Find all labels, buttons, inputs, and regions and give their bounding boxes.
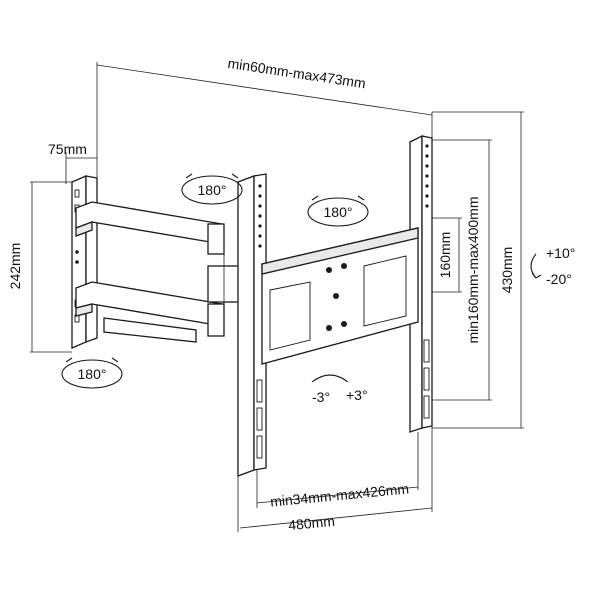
- tv-width-label: 480mm: [288, 513, 336, 533]
- swivel-upper-center-ring: [307, 197, 369, 227]
- swivel-lower-left-label: 180°: [78, 366, 107, 382]
- swivel-upper-left-arrows: [185, 173, 239, 179]
- left-rail-slot: [256, 407, 263, 431]
- right-rail-slot: [423, 395, 430, 419]
- right-rail-holes: [425, 144, 429, 208]
- left-rail-side: [237, 175, 255, 477]
- right-rail-slot: [423, 339, 430, 363]
- bracket-height-label: 160mm: [437, 232, 453, 279]
- vesa-vertical-label: min160mm-max400mm: [465, 196, 481, 343]
- upper-arm-side: [75, 221, 93, 237]
- tv-width-dim-line: [239, 507, 433, 529]
- dimension-lines: [30, 62, 524, 532]
- swivel-upper-left-label: 180°: [198, 182, 227, 198]
- left-rail-slot: [256, 379, 263, 403]
- top-width-dim-line: [96, 64, 433, 116]
- crossbar-hole: [326, 267, 332, 273]
- left-rail-holes: [258, 184, 262, 248]
- wall-plate-front: [85, 175, 98, 343]
- arm-bottom-plate: [103, 317, 197, 343]
- crossbar-cutout-right: [363, 255, 407, 327]
- lower-arm-joint: [207, 303, 225, 337]
- lower-arm-side: [75, 303, 93, 317]
- tilt-down-label: -20°: [546, 271, 572, 287]
- swivel-upper-left-ring: [181, 175, 243, 205]
- tilt-up-label: +10°: [546, 245, 575, 261]
- right-rail-slot: [423, 367, 430, 391]
- tilt-arrowhead-icon: [531, 272, 542, 279]
- top-width-label: min60mm-max473mm: [227, 55, 367, 91]
- crossbar-hole: [333, 293, 339, 299]
- crossbar-cutout-left: [269, 281, 311, 351]
- swivel-upper-center-label: 180°: [324, 204, 353, 220]
- wall-plate-hole: [75, 260, 79, 264]
- wall-plate-hole: [75, 250, 79, 254]
- swivel-lower-left-ring: [61, 359, 123, 389]
- upper-arm: [75, 201, 223, 245]
- arm-depth-label: 75mm: [48, 141, 87, 157]
- crossbar-hole: [341, 321, 347, 327]
- lower-arm: [75, 281, 223, 327]
- wall-height-label: 242mm: [7, 243, 23, 290]
- rotation-indicators: [61, 173, 542, 389]
- vesa-h-dim-line: [256, 486, 419, 504]
- swing-arms: [75, 201, 241, 343]
- crossbar-hole: [326, 325, 332, 331]
- rotate-right-label: +3°: [346, 387, 368, 403]
- tv-height-label: 430mm: [499, 247, 515, 294]
- upper-arm-joint: [207, 223, 225, 255]
- crossbar-hole: [341, 263, 347, 269]
- tv-bracket: [237, 134, 433, 477]
- crossbar-top-edge: [261, 227, 419, 275]
- rotate-left-label: -3°: [312, 389, 330, 405]
- swivel-lower-left-arrows: [65, 357, 119, 363]
- swivel-upper-center-arrows: [311, 195, 365, 201]
- rotation-arc-icon: [311, 374, 349, 383]
- wall-plate-slot: [74, 189, 80, 198]
- left-rail-slot: [256, 435, 263, 459]
- vesa-horizontal-label: min34mm-max426mm: [269, 480, 409, 509]
